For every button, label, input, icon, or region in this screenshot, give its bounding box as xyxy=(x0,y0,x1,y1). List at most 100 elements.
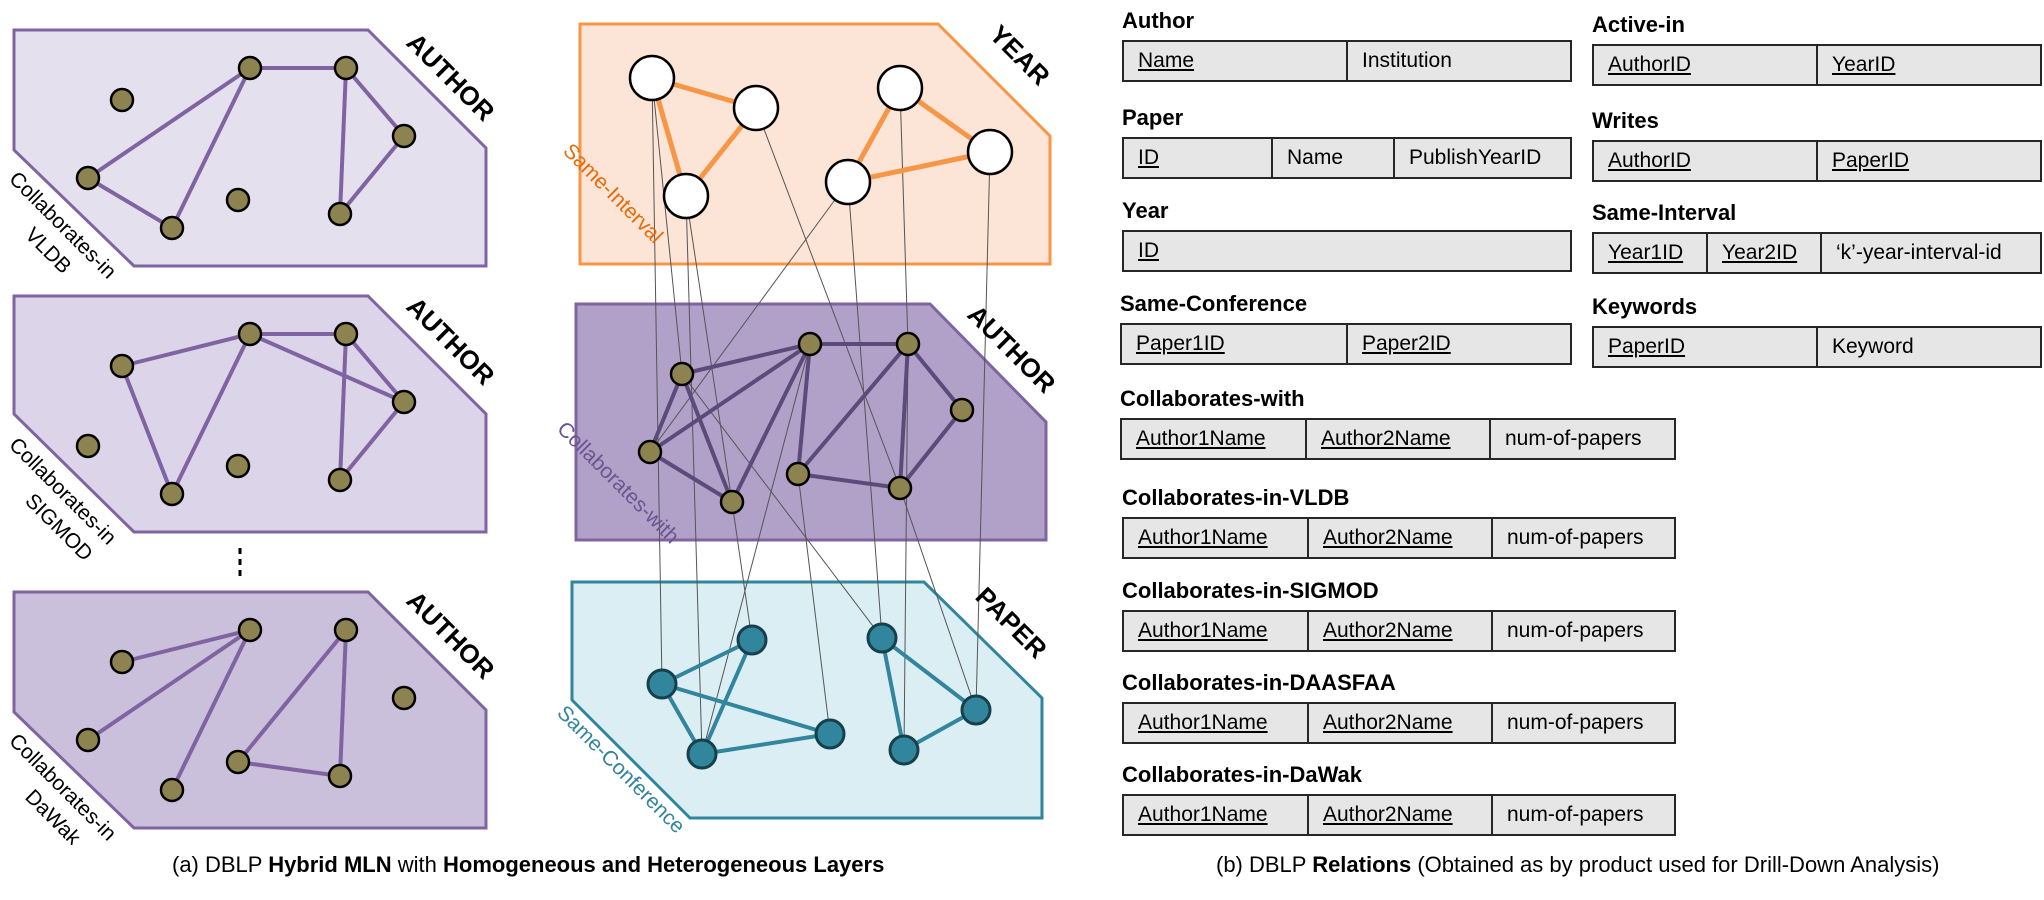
dawak-node xyxy=(333,617,359,643)
relation-fields: Year1ID Year2ID ‘k’-year-interval-id xyxy=(1592,232,2042,274)
field-cell: ID xyxy=(1138,239,1159,262)
inter-layer-edges xyxy=(649,77,991,755)
field-cell: Author2Name xyxy=(1309,796,1493,834)
collab-edge xyxy=(796,343,812,475)
sigmod-node xyxy=(225,453,251,479)
field-cell: Name xyxy=(1124,42,1348,80)
paper-node xyxy=(646,668,678,700)
field-cell: PaperID xyxy=(1832,149,1910,172)
vldb-edge xyxy=(86,176,174,230)
field-cell: Institution xyxy=(1362,49,1452,72)
dawak-edge xyxy=(170,629,252,791)
relation-fields: PaperID Keyword xyxy=(1592,326,2042,368)
inter-layer-edge xyxy=(903,343,909,751)
dawak-edge xyxy=(86,628,252,742)
collab-node xyxy=(797,331,823,357)
collab-edge xyxy=(681,342,811,376)
collab-edge xyxy=(898,408,964,490)
layer-vldb-plane xyxy=(12,28,488,268)
relation-same-interval: Same-Interval Year1ID Year2ID ‘k’-year-i… xyxy=(1592,200,2042,274)
field-cell: Author2Name xyxy=(1307,420,1491,458)
field-cell: YearID xyxy=(1832,53,1896,76)
vldb-edge xyxy=(86,66,252,180)
sigmod-node xyxy=(333,321,359,347)
year-node xyxy=(824,158,872,206)
dawak-node xyxy=(109,649,135,675)
dawak-edge xyxy=(338,629,348,777)
paper-node xyxy=(866,622,898,654)
relation-fields: Author1Name Author2Name num-of-papers xyxy=(1122,610,1676,652)
relation-collaborates-in-vldb: Collaborates-in-VLDB Author1Name Author2… xyxy=(1122,485,1676,559)
relation-fields: Author1Name Author2Name num-of-papers xyxy=(1122,702,1676,744)
relation-name: Paper xyxy=(1122,105,1184,130)
paper-edge xyxy=(701,732,831,756)
sigmod-edge xyxy=(338,400,406,482)
relation-fields: Author1Name Author2Name num-of-papers xyxy=(1122,517,1676,559)
field-cell: Paper2ID xyxy=(1362,332,1451,355)
year-node xyxy=(662,172,710,220)
dawak-node xyxy=(75,727,101,753)
paper-node xyxy=(960,694,992,726)
relation-fields: Author1Name Author2Name num-of-papers xyxy=(1120,418,1676,460)
relation-name: Same-Conference xyxy=(1120,291,1308,316)
layer-collab-plane xyxy=(574,302,1048,542)
field-cell: Author2Name xyxy=(1309,704,1493,742)
field-cell: Paper1ID xyxy=(1122,325,1348,363)
field-cell: Author1Name xyxy=(1124,612,1309,650)
relation-name: Collaborates-with xyxy=(1120,386,1305,411)
relation-fields: AuthorID PaperID xyxy=(1592,140,2042,182)
field-cell: AuthorID xyxy=(1594,142,1818,180)
dawak-node xyxy=(327,763,353,789)
relation-name: Active-in xyxy=(1592,12,1685,37)
vldb-node xyxy=(327,201,353,227)
field-cell: num-of-papers xyxy=(1507,711,1644,734)
inter-layer-edge xyxy=(685,195,703,755)
vldb-edge xyxy=(338,67,348,215)
collab-edge xyxy=(648,342,812,454)
field-cell: Author2Name xyxy=(1309,612,1493,650)
relation-name: Collaborates-in-SIGMOD xyxy=(1122,578,1379,603)
relation-name: Writes xyxy=(1592,108,1659,133)
collab-edge xyxy=(680,373,734,503)
relation-fields: Author1Name Author2Name num-of-papers xyxy=(1122,794,1676,836)
collab-node xyxy=(895,331,921,357)
collab-node xyxy=(719,489,745,515)
caption-right: (b) DBLP Relations (Obtained as by produ… xyxy=(1216,852,1940,877)
sigmod-edge xyxy=(249,332,405,404)
intra-layer-edges xyxy=(86,66,992,791)
collab-edge xyxy=(898,343,910,489)
sigmod-edge xyxy=(121,332,251,368)
sigmod-node xyxy=(391,389,417,415)
inter-layer-edge xyxy=(899,487,977,711)
dawak-edge xyxy=(236,628,348,764)
sigmod-edge xyxy=(344,332,406,404)
inter-layer-edge xyxy=(701,343,811,755)
relation-author: Author Name Institution xyxy=(1122,8,1572,82)
field-cell: num-of-papers xyxy=(1505,427,1642,450)
layer-sigmod-plane xyxy=(12,294,488,534)
relation-fields: Paper1ID Paper2ID xyxy=(1120,323,1572,365)
relation-fields: ID xyxy=(1122,230,1572,272)
vldb-node xyxy=(333,55,359,81)
collab-edge xyxy=(906,342,964,412)
relation-collaborates-in-sigmod: Collaborates-in-SIGMOD Author1Name Autho… xyxy=(1122,578,1676,652)
year-node xyxy=(628,54,676,102)
relation-fields: AuthorID YearID xyxy=(1592,44,2042,86)
field-cell: ‘k’-year-interval-id xyxy=(1836,241,2002,264)
field-cell: PublishYearID xyxy=(1409,146,1542,169)
relation-name: Year xyxy=(1122,198,1169,223)
vldb-node xyxy=(391,123,417,149)
relation-fields: Name Institution xyxy=(1122,40,1572,82)
sigmod-node xyxy=(159,481,185,507)
paper-node xyxy=(736,624,768,656)
relation-name: Collaborates-in-VLDB xyxy=(1122,485,1350,510)
inter-layer-edge xyxy=(755,107,901,489)
field-cell: ID xyxy=(1124,139,1273,177)
inter-layer-edge xyxy=(731,501,753,641)
paper-node xyxy=(888,734,920,766)
year-node xyxy=(966,128,1014,176)
sigmod-edge xyxy=(170,333,252,495)
relation-name: Keywords xyxy=(1592,294,1698,319)
relation-year: Year ID xyxy=(1122,198,1572,272)
vldb-node xyxy=(225,187,251,213)
